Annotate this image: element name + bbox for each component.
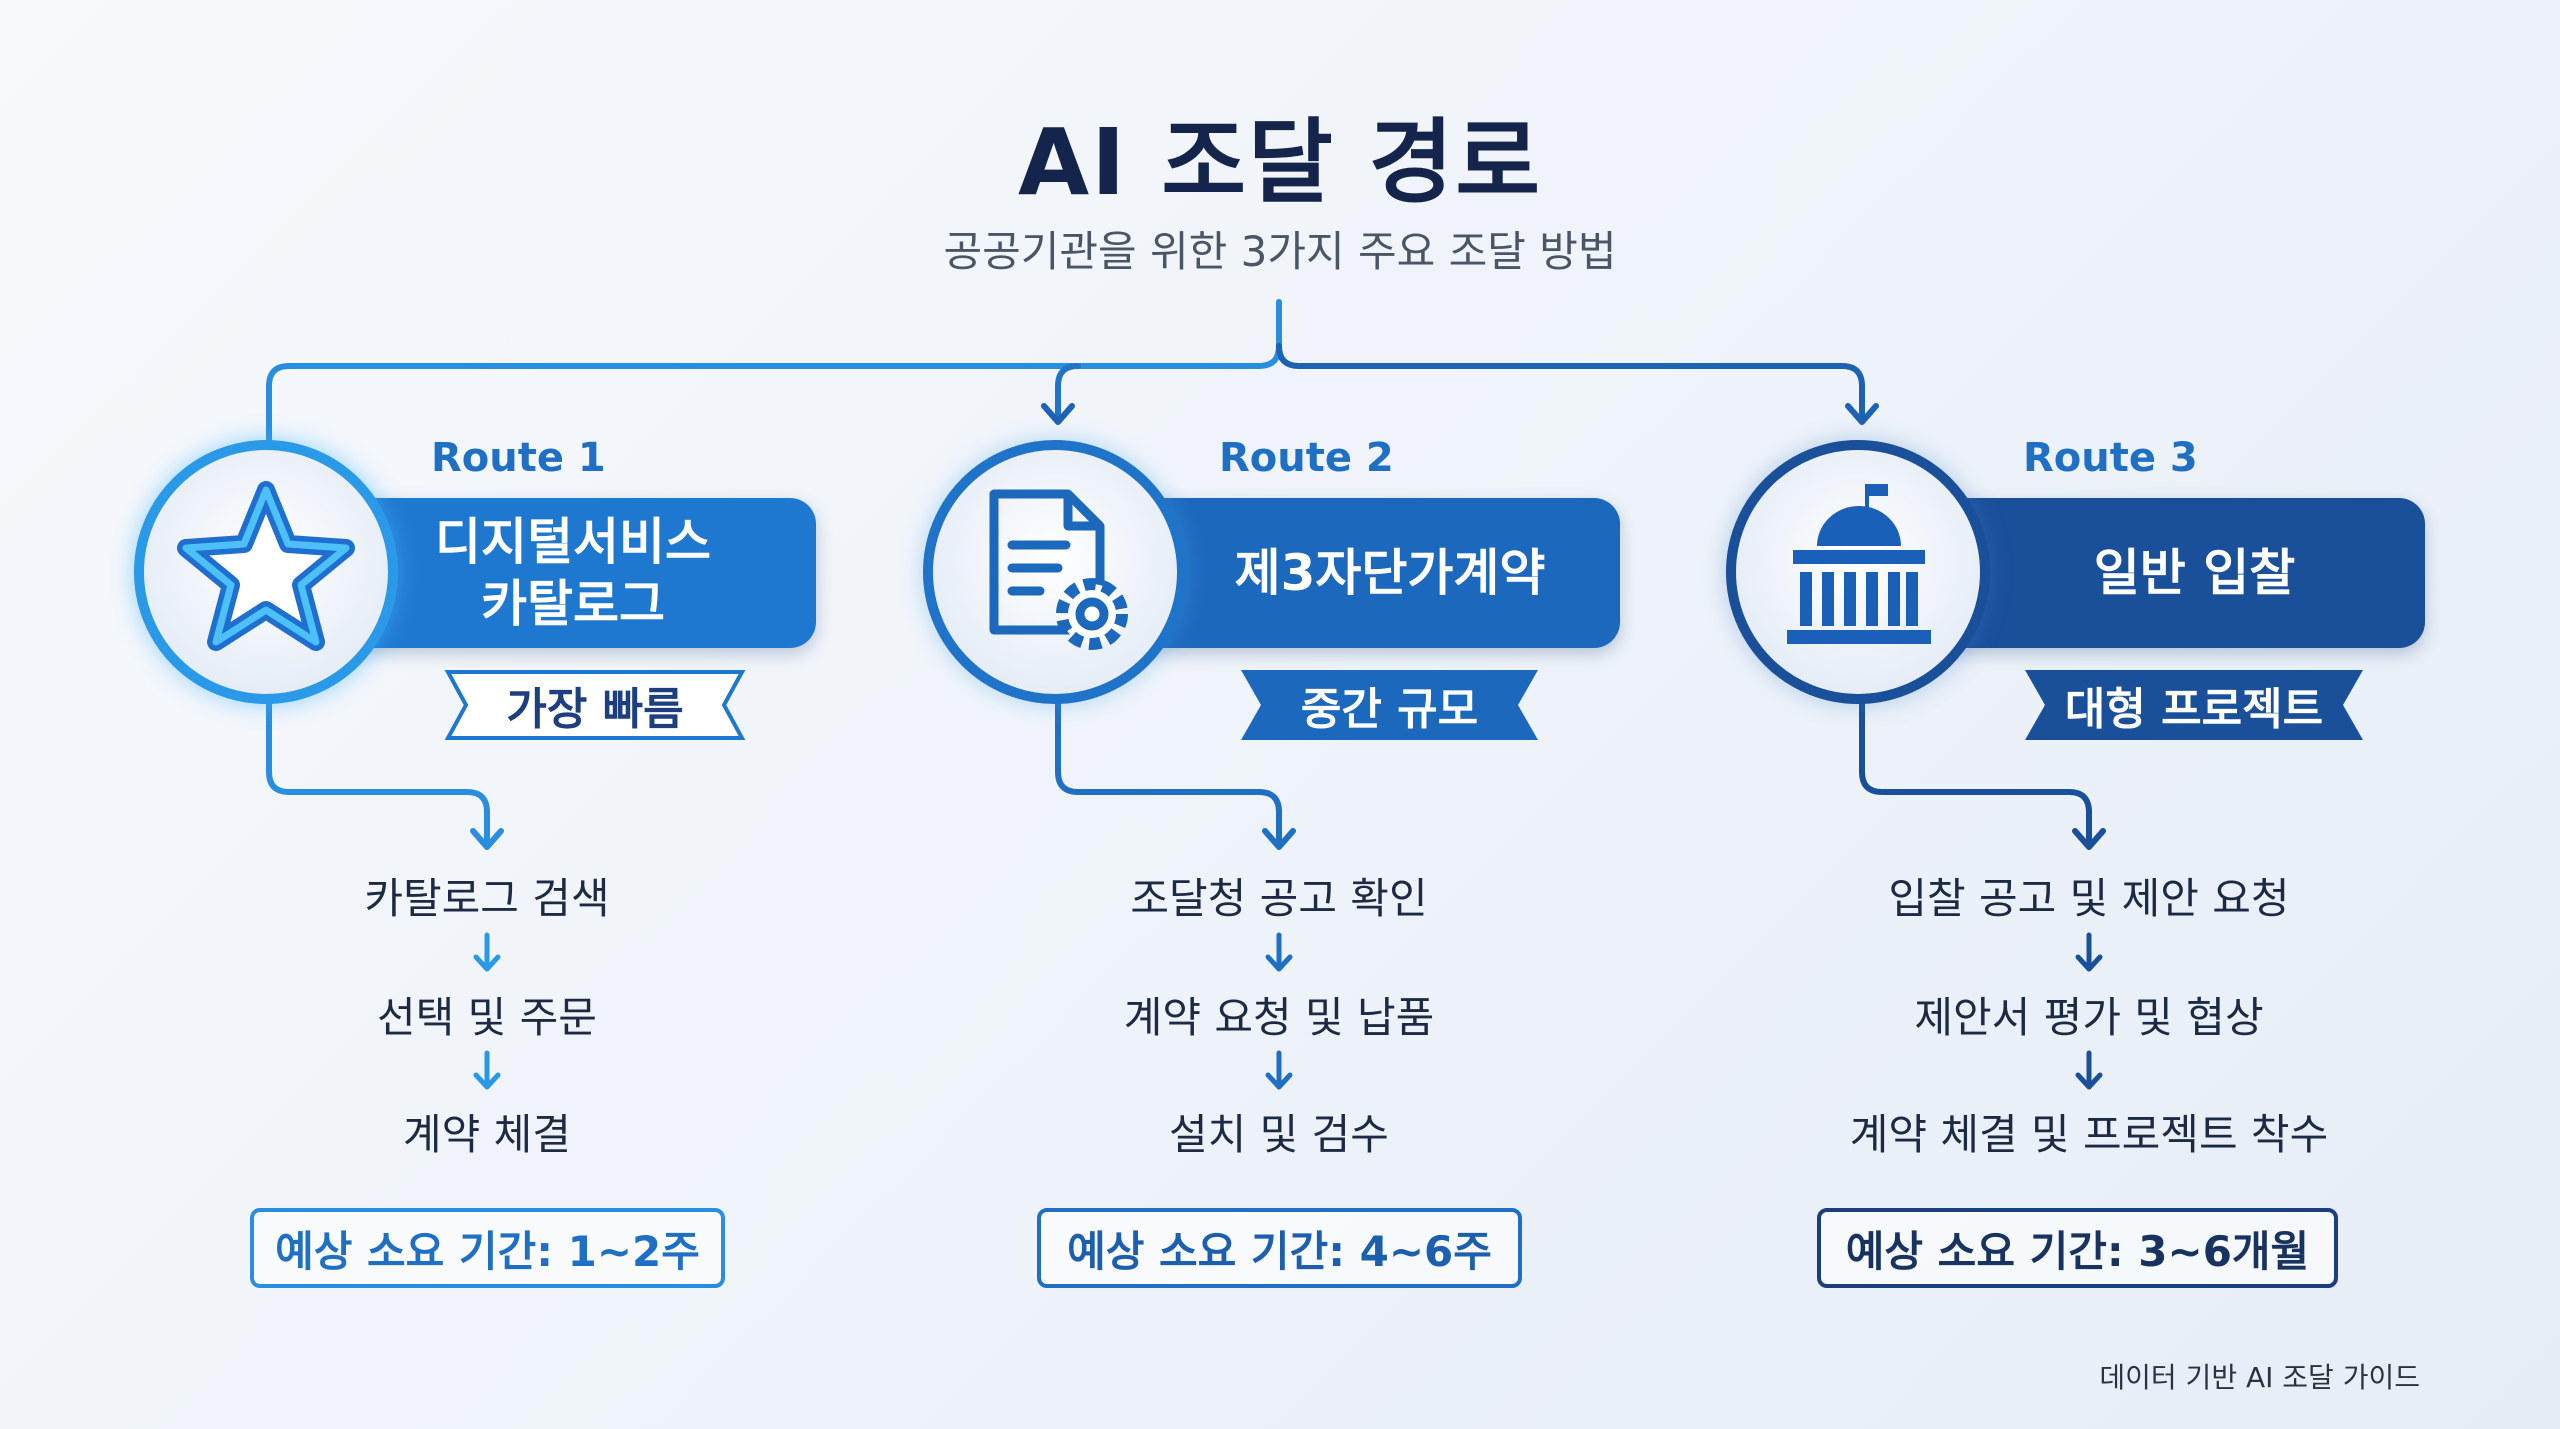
route2-duration: 예상 소요 기간: 4~6주 <box>1037 1208 1522 1288</box>
route2-circle <box>923 440 1187 704</box>
route2-step-2: 계약 요청 및 납품 <box>1123 993 1435 1042</box>
route3-down-connector <box>1859 697 2106 850</box>
route3-title: 일반 입찰 <box>2093 544 2296 602</box>
route3-circle <box>1726 440 1990 704</box>
page-subtitle: 공공기관을 위한 3가지 주요 조달 방법 <box>943 227 1617 276</box>
route1-step-3: 계약 체결 <box>403 1110 571 1159</box>
government-building-icon <box>1787 484 1931 644</box>
route1-tag: 가장 빠름 <box>506 684 684 735</box>
route2-title-banner: 제3자단가계약 <box>1120 498 1620 648</box>
route3-step-2: 제안서 평가 및 협상 <box>1914 993 2264 1042</box>
route3-duration: 예상 소요 기간: 3~6개월 <box>1817 1208 2338 1288</box>
route3-tag: 대형 프로젝트 <box>2064 684 2324 735</box>
route3-label: Route 3 <box>2023 435 2198 481</box>
route3-tag-ribbon <box>2025 670 2363 740</box>
route3-step-3: 계약 체결 및 프로젝트 착수 <box>1849 1110 2329 1159</box>
top-connector-right <box>1276 343 1865 423</box>
route1-step-2: 선택 및 주문 <box>377 993 597 1042</box>
page-title: AI 조달 경로 <box>1017 109 1543 216</box>
route1-step-1: 카탈로그 검색 <box>364 874 610 923</box>
route3-title-banner: 일반 입찰 <box>1924 498 2425 648</box>
route1-circle <box>134 440 398 704</box>
route1-label: Route 1 <box>431 435 606 481</box>
route1-title-line2: 카탈로그 <box>481 575 665 633</box>
route2-tag: 중간 규모 <box>1300 684 1479 735</box>
route2-step-1: 조달청 공고 확인 <box>1130 874 1428 923</box>
route2-label: Route 2 <box>1219 435 1394 481</box>
route2-step-3: 설치 및 검수 <box>1169 1110 1389 1159</box>
route2-tag-ribbon <box>1241 670 1538 740</box>
route2-title: 제3자단가계약 <box>1234 544 1546 602</box>
route1-down-connector <box>266 697 504 850</box>
footer-caption: 데이터 기반 AI 조달 가이드 <box>2099 1361 2420 1394</box>
route1-duration: 예상 소요 기간: 1~2주 <box>250 1208 725 1288</box>
route3-step-1: 입찰 공고 및 제안 요청 <box>1888 874 2290 923</box>
route1-tag-ribbon <box>444 670 746 740</box>
document-gear-icon <box>989 489 1128 650</box>
route-icons-layer <box>134 440 2363 740</box>
route1-title-line1: 디지털서비스 <box>435 513 711 571</box>
route2-down-connector <box>1055 697 1296 850</box>
